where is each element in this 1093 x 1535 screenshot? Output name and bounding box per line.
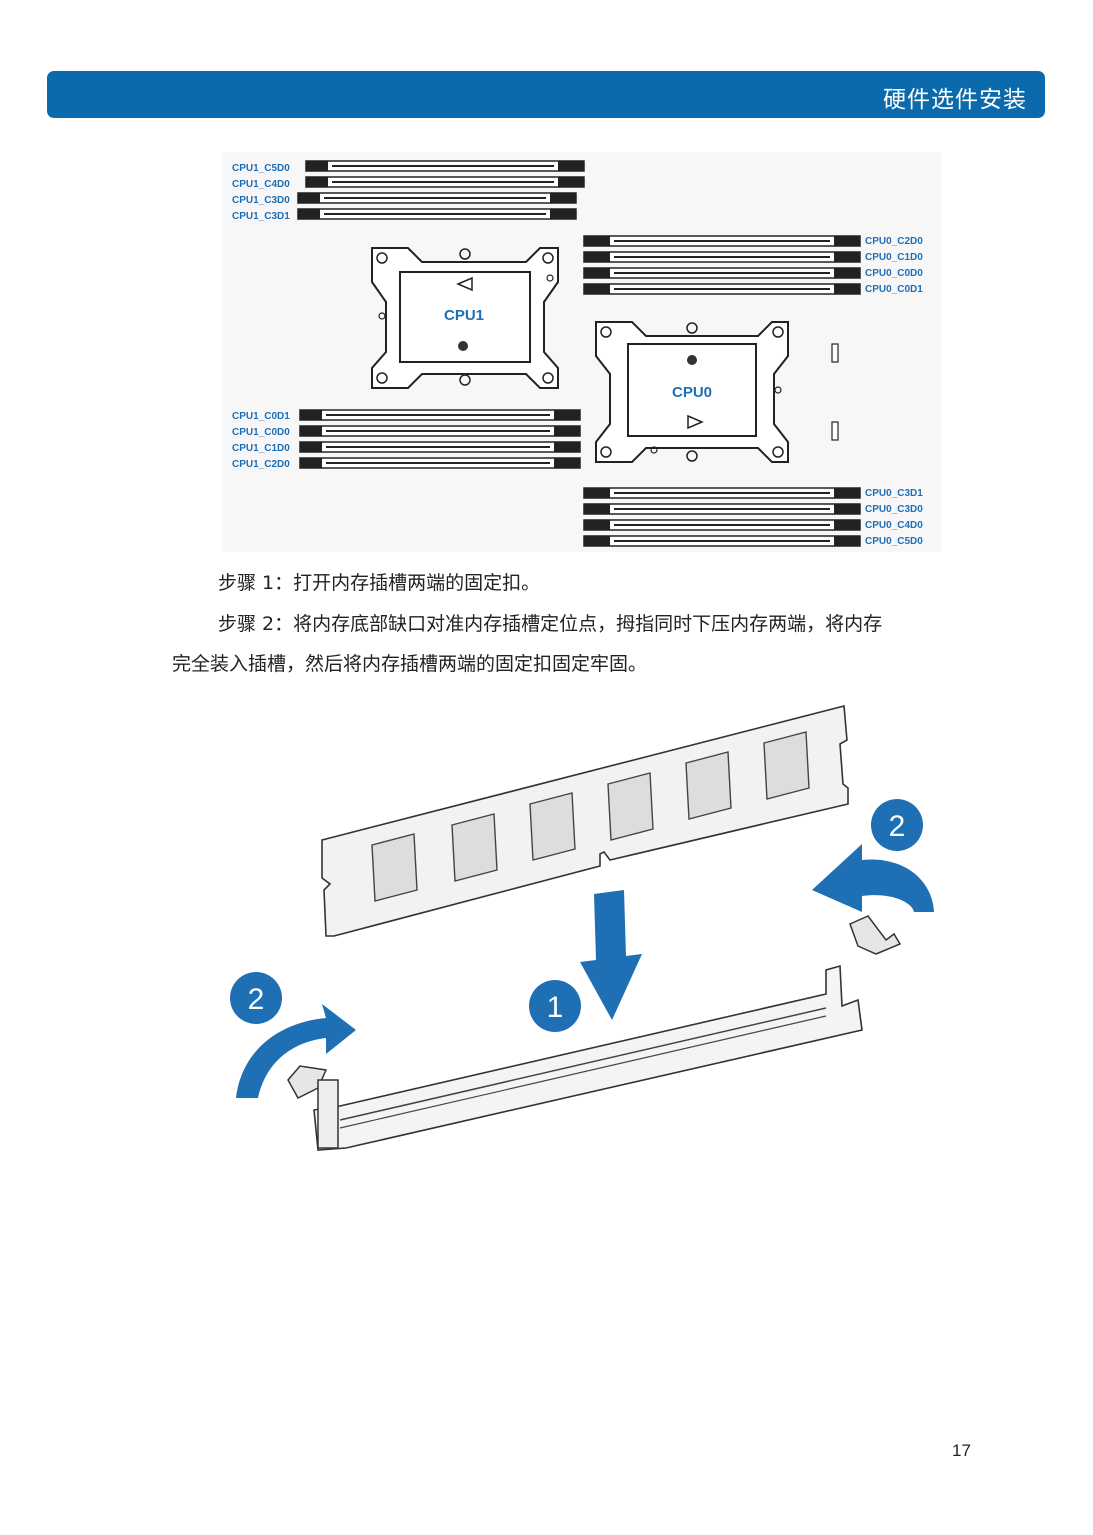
slot-label: CPU0_C3D1: [865, 488, 923, 499]
dimm-slot: [305, 176, 585, 188]
slot-label: CPU1_C3D1: [232, 211, 290, 222]
memory-module: [321, 704, 849, 937]
slot-label: CPU1_C1D0: [232, 443, 290, 454]
dimm-slot: [299, 425, 581, 437]
chapter-title: 硬件选件安装: [883, 87, 1027, 113]
slot-label: CPU1_C2D0: [232, 459, 290, 470]
callout-2-right: 2: [871, 799, 923, 851]
dimm-slot: [305, 160, 585, 172]
cpu1-label: CPU1: [444, 307, 484, 324]
cpu0-bottom-slot-group: CPU0_C3D1 CPU0_C3D0 CPU0_C4D0 CPU0_C5D0: [583, 487, 923, 547]
callout-2-left-number: 2: [248, 983, 265, 1016]
cpu1-top-slot-group: CPU1_C5D0 CPU1_C4D0 CPU1_C3D0 CPU1_C3D1: [232, 160, 585, 222]
memory-chip: [685, 751, 732, 820]
slot-latch-right: [849, 915, 902, 955]
dimm-slot: [583, 487, 861, 499]
cpu0-top-slot-group: CPU0_C2D0 CPU0_C1D0 CPU0_C0D0 CPU0_C0D1: [583, 235, 923, 295]
page-number: 17: [952, 1441, 971, 1460]
dimm-slot: [583, 503, 861, 515]
cpu1-socket: CPU1: [371, 247, 559, 389]
insert-down-arrow: [580, 890, 642, 1020]
slot-label: CPU0_C2D0: [865, 236, 923, 247]
connector-header: [831, 421, 839, 441]
slot-label: CPU1_C0D1: [232, 411, 290, 422]
dimm-slot: [583, 235, 861, 247]
dimm-slot: [583, 519, 861, 531]
dimm-slot: [297, 208, 577, 220]
slot-label: CPU0_C3D0: [865, 504, 923, 515]
step-1-text: 步骤 1：打开内存插槽两端的固定扣。: [218, 572, 541, 594]
dimm-slot: [583, 267, 861, 279]
dimm-slot: [297, 192, 577, 204]
callout-2-right-number: 2: [889, 810, 906, 843]
cpu0-socket: CPU0: [595, 321, 789, 463]
memory-chip: [371, 833, 418, 902]
dimm-slot: [299, 409, 581, 421]
step-2-text-line-2: 完全装入插槽，然后将内存插槽两端的固定扣固定牢固。: [172, 653, 648, 675]
dimm-slot: [583, 251, 861, 263]
dimm-slot: [299, 457, 581, 469]
step-2-text-line-1: 步骤 2：将内存底部缺口对准内存插槽定位点，拇指同时下压内存两端，将内存: [218, 613, 883, 635]
dimm-slot: [583, 283, 861, 295]
chapter-header-bar: 硬件选件安装: [47, 71, 1045, 118]
connector-header: [831, 343, 839, 363]
dimm-install-illustration: 1 2 2: [230, 704, 934, 1151]
cpu0-label: CPU0: [672, 384, 712, 401]
callout-2-left: 2: [230, 972, 282, 1024]
cpu1-bottom-slot-group: CPU1_C0D1 CPU1_C0D0 CPU1_C1D0 CPU1_C2D0: [232, 409, 581, 470]
rotate-arrow-right: [812, 844, 934, 912]
rotate-arrow-left: [236, 1004, 356, 1098]
dimm-slot: [583, 535, 861, 547]
slot-latch-left: [287, 1065, 339, 1149]
dimm-slot-layout-diagram: CPU1_C5D0 CPU1_C4D0 CPU1_C3D0 CPU1_C3D1 …: [222, 152, 942, 552]
memory-chip: [607, 772, 654, 841]
memory-chip: [529, 792, 576, 861]
slot-label: CPU1_C0D0: [232, 427, 290, 438]
dimm-slot-socket: [287, 915, 902, 1151]
slot-label: CPU0_C0D0: [865, 268, 923, 279]
slot-label: CPU0_C4D0: [865, 520, 923, 531]
callout-1: 1: [529, 980, 581, 1032]
slot-label: CPU1_C3D0: [232, 195, 290, 206]
memory-chip: [763, 731, 810, 800]
callout-1-number: 1: [547, 991, 564, 1024]
slot-label: CPU0_C1D0: [865, 252, 923, 263]
dimm-slot: [299, 441, 581, 453]
memory-chip: [451, 813, 498, 882]
slot-label: CPU0_C5D0: [865, 536, 923, 547]
slot-label: CPU0_C0D1: [865, 284, 923, 295]
slot-label: CPU1_C5D0: [232, 163, 290, 174]
slot-label: CPU1_C4D0: [232, 179, 290, 190]
